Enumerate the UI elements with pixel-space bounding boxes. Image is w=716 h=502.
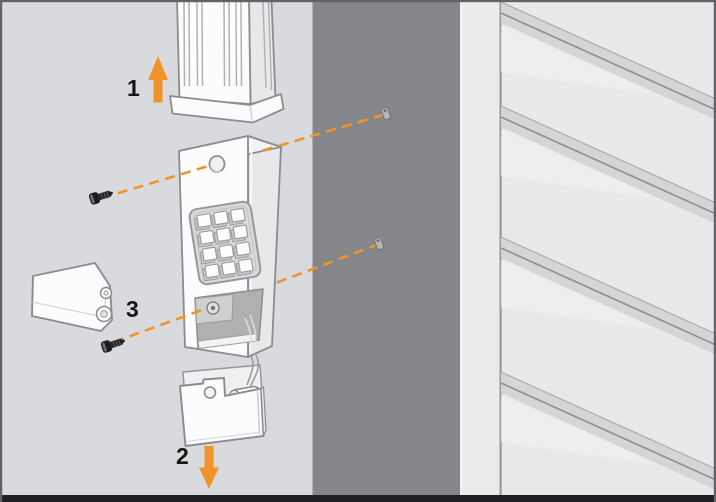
keypad-button bbox=[199, 246, 218, 265]
door-groove bbox=[500, 1, 716, 120]
door-groove bbox=[500, 236, 716, 355]
keypad-button bbox=[227, 207, 247, 226]
keypad-button bbox=[201, 263, 221, 282]
keypad-button bbox=[213, 227, 233, 246]
battery-wire bbox=[246, 355, 254, 386]
bottom-bar bbox=[0, 495, 716, 502]
bracket-bottom-line bbox=[185, 431, 262, 443]
dark-wall-strip bbox=[312, 0, 460, 502]
keypad-panel bbox=[188, 200, 262, 286]
keypad-button bbox=[218, 260, 238, 279]
nine-volt-battery bbox=[31, 262, 113, 332]
wire-in-pocket bbox=[249, 314, 257, 343]
lip-crease bbox=[249, 104, 254, 123]
cover-front-face bbox=[176, 0, 252, 105]
door-groove bbox=[500, 371, 716, 490]
bracket-thickness-line bbox=[256, 389, 261, 435]
bracket-side-edge bbox=[260, 386, 267, 437]
garage-door bbox=[499, 0, 716, 502]
step-2-label: 2 bbox=[176, 443, 189, 469]
keypad-button bbox=[210, 210, 230, 229]
slide-down-arrow-icon bbox=[199, 446, 219, 489]
door-edge-line bbox=[499, 0, 502, 502]
alignment-dashed-lines bbox=[101, 112, 387, 344]
battery-wire bbox=[249, 354, 260, 387]
door-groove bbox=[500, 105, 716, 224]
wireless-keypad bbox=[178, 135, 282, 358]
battery-compartment bbox=[194, 288, 264, 349]
bracket-hole bbox=[203, 386, 217, 399]
sliding-cover bbox=[169, 0, 285, 124]
keypad-button bbox=[215, 243, 235, 262]
step-1-label: 1 bbox=[127, 75, 140, 101]
keypad-button bbox=[196, 229, 216, 248]
step-3-label: 3 bbox=[126, 296, 139, 322]
wire-in-pocket bbox=[244, 317, 252, 345]
compartment-lip bbox=[197, 333, 258, 349]
slide-up-arrow-icon bbox=[148, 56, 168, 103]
cover-ridges bbox=[183, 1, 273, 91]
lower-alignment-line bbox=[113, 242, 380, 344]
battery-crease bbox=[32, 301, 104, 318]
bracket-front-wall bbox=[179, 377, 265, 447]
keypad-button bbox=[193, 212, 213, 231]
keypad-button bbox=[235, 257, 255, 277]
screw-hole-shadow bbox=[209, 165, 222, 173]
keypad-button bbox=[232, 241, 252, 260]
door-jamb bbox=[460, 0, 501, 502]
bottom-mounting-bracket bbox=[179, 354, 267, 447]
keypad-button bbox=[229, 224, 249, 243]
upper-alignment-line bbox=[101, 112, 387, 200]
